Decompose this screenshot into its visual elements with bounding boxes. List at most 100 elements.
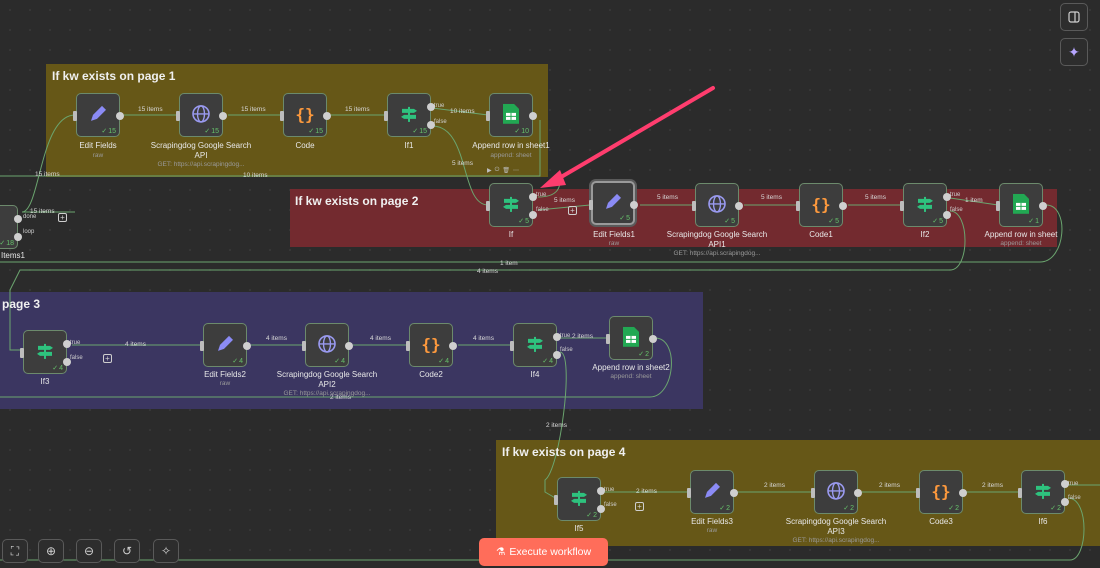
tidy-up-button[interactable]: ✧ (153, 539, 179, 563)
sticky-page-3[interactable] (0, 292, 703, 409)
run-count: 5 (724, 217, 735, 225)
code-node[interactable]: {} 15 (280, 93, 331, 137)
edit-fields-node[interactable]: 15 (73, 93, 124, 137)
edge-label: 2 items (879, 482, 900, 489)
node-label: If (508, 230, 514, 239)
node-label: Edit Fields2 (204, 370, 246, 379)
braces-icon: {} (421, 334, 441, 354)
code1-node[interactable]: {} 5 (796, 183, 847, 227)
edit-fields1-node[interactable]: 5 (589, 181, 638, 225)
fit-view-button[interactable]: ⛶ (2, 539, 28, 563)
node-label: If2 (920, 230, 930, 239)
scrapingdog2-node[interactable]: 4 (302, 323, 353, 367)
execute-label: Execute workflow (509, 546, 592, 558)
port-done-label: done (23, 214, 37, 220)
scrapingdog1-node[interactable]: 5 (692, 183, 743, 227)
if4-node[interactable]: 4 (510, 323, 561, 367)
edge-label: 5 items (657, 194, 678, 201)
port-true-label: true (604, 487, 615, 493)
zoom-out-button[interactable]: ⊖ (76, 539, 102, 563)
scrapingdog3-node[interactable]: 2 (811, 470, 862, 514)
edge-label: 15 items (35, 171, 60, 178)
run-count: 2 (948, 504, 959, 512)
edge (0, 204, 1063, 263)
edit-fields2-node[interactable]: 4 (200, 323, 251, 367)
toggle-panel-button[interactable] (1060, 3, 1088, 31)
node-label: Edit Fields3 (691, 517, 733, 526)
edge (431, 107, 489, 116)
if5-node[interactable]: 2 (554, 477, 605, 521)
if-node[interactable]: 5 (486, 183, 537, 227)
edit-fields3-node[interactable]: 2 (687, 470, 738, 514)
node-label: Code2 (419, 370, 443, 379)
ai-assistant-button[interactable]: ✦ (1060, 38, 1088, 66)
code3-node[interactable]: {} 2 (916, 470, 967, 514)
signpost-icon (914, 193, 936, 215)
append-row-sheet1-node[interactable]: 10 (486, 93, 537, 137)
run-count: 5 (619, 214, 630, 222)
loop-node[interactable]: 18 (0, 205, 22, 249)
add-node-button[interactable]: + (58, 213, 67, 222)
run-count: 2 (1050, 504, 1061, 512)
edge-label: 15 items (241, 106, 266, 113)
if6-node[interactable]: 2 (1018, 470, 1069, 514)
run-count: 4 (334, 357, 345, 365)
add-node-button[interactable]: + (103, 354, 112, 363)
run-count: 15 (101, 127, 116, 135)
node-subtitle: raw (92, 152, 104, 159)
node-subtitle: raw (706, 527, 718, 534)
port-false-label: false (1068, 495, 1081, 501)
edge (21, 114, 76, 213)
trash-icon: 🗑 (502, 168, 510, 174)
edge-label: 2 items (330, 394, 351, 401)
sheets-icon (1010, 193, 1032, 215)
node-subtitle: GET: https://api.scrapingdog... (673, 250, 761, 257)
run-count: 5 (518, 217, 529, 225)
add-node-button[interactable]: + (635, 502, 644, 511)
signpost-icon (568, 487, 590, 509)
edge-label: 4 items (125, 341, 146, 348)
node-subtitle: append: sheet (490, 152, 532, 159)
node-label: Append row in sheet2 (592, 363, 670, 372)
edge (0, 120, 541, 177)
undo-button[interactable]: ↺ (114, 539, 140, 563)
zoom-in-button[interactable]: ⊕ (38, 539, 64, 563)
edge-label: 2 items (636, 488, 657, 495)
if2-node[interactable]: 5 (900, 183, 951, 227)
port-true-label: true (560, 333, 571, 339)
port-false-label: false (434, 119, 447, 125)
if3-node[interactable]: 4 (20, 330, 71, 374)
append-row-sheet2-node[interactable]: 2 (606, 316, 657, 360)
edge-label: 2 items (546, 422, 567, 429)
node-subtitle: GET: https://api.scrapingdog... (792, 537, 880, 544)
run-count: 5 (828, 217, 839, 225)
edge-label: 4 items (370, 335, 391, 342)
signpost-icon (1032, 480, 1054, 502)
sticky-title-page-3: page 3 (2, 297, 41, 311)
node-toolbar[interactable]: ▶⏻🗑⋯ (487, 167, 533, 175)
edge-label: 15 items (345, 106, 370, 113)
edge-label: 1 item (500, 260, 518, 267)
add-node-button[interactable]: + (568, 206, 577, 215)
signpost-icon (500, 193, 522, 215)
sheets-icon (500, 103, 522, 125)
pencil-icon (701, 480, 723, 502)
node-label: Edit Fields (79, 141, 117, 150)
scrapingdog-node[interactable]: 15 (176, 93, 227, 137)
node-label: If6 (1038, 517, 1048, 526)
braces-icon: {} (811, 194, 831, 214)
port-false-label: false (560, 347, 573, 353)
node-label: Items1 (0, 251, 25, 260)
node-label: Append row in sheet (984, 230, 1058, 239)
node-subtitle: GET: https://api.scrapingdog... (157, 161, 245, 168)
code2-node[interactable]: {} 4 (406, 323, 457, 367)
edge-label: 4 items (473, 335, 494, 342)
edge-label: 4 items (266, 335, 287, 342)
execute-workflow-button[interactable]: ⚗ Execute workflow (479, 538, 608, 566)
edge (0, 337, 672, 398)
globe-icon (190, 103, 212, 125)
append-row-sheet-node[interactable]: 1 (996, 183, 1047, 227)
power-icon: ⏻ (494, 167, 500, 173)
run-count: 15 (204, 127, 219, 135)
if1-node[interactable]: 15 (384, 93, 435, 137)
